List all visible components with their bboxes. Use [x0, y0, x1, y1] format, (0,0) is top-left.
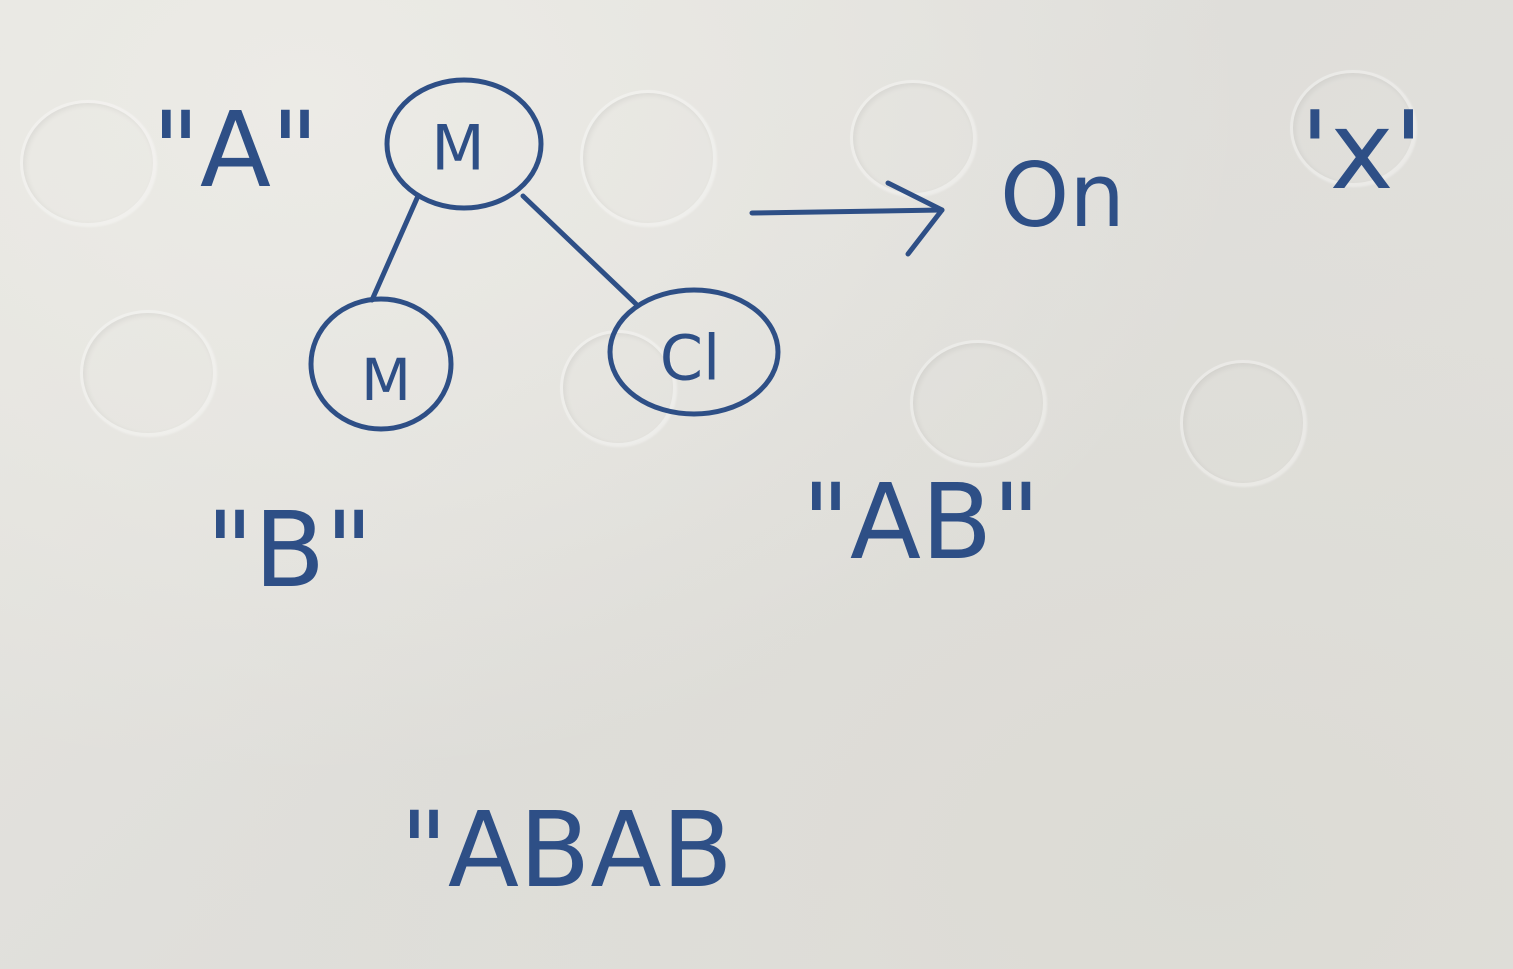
node-top-circle [384, 77, 544, 211]
label-abab: "ABAB [400, 789, 733, 911]
label-a: "A" [152, 89, 319, 211]
embossed-pattern-circle [1180, 360, 1306, 486]
embossed-pattern-circle [560, 330, 676, 446]
embossed-pattern-circle [20, 100, 156, 226]
embossed-pattern-circle [580, 90, 716, 226]
label-ab: "AB" [802, 461, 1041, 583]
label-on: On [1000, 144, 1126, 247]
embossed-pattern-circle [1290, 70, 1416, 186]
label-x: 'x' [1300, 89, 1424, 214]
node-left-circle [308, 296, 454, 432]
edge-top-right [520, 193, 639, 307]
embossed-pattern-circle [910, 340, 1046, 466]
node-right-label: Cl [660, 322, 721, 395]
node-left-label: M [361, 346, 411, 414]
node-right-circle [607, 287, 781, 417]
embossed-pattern-circle [80, 310, 216, 436]
label-b: "B" [206, 489, 374, 611]
arrow-icon [749, 180, 945, 257]
edge-top-left [369, 193, 421, 303]
node-top-label: M [431, 112, 485, 185]
